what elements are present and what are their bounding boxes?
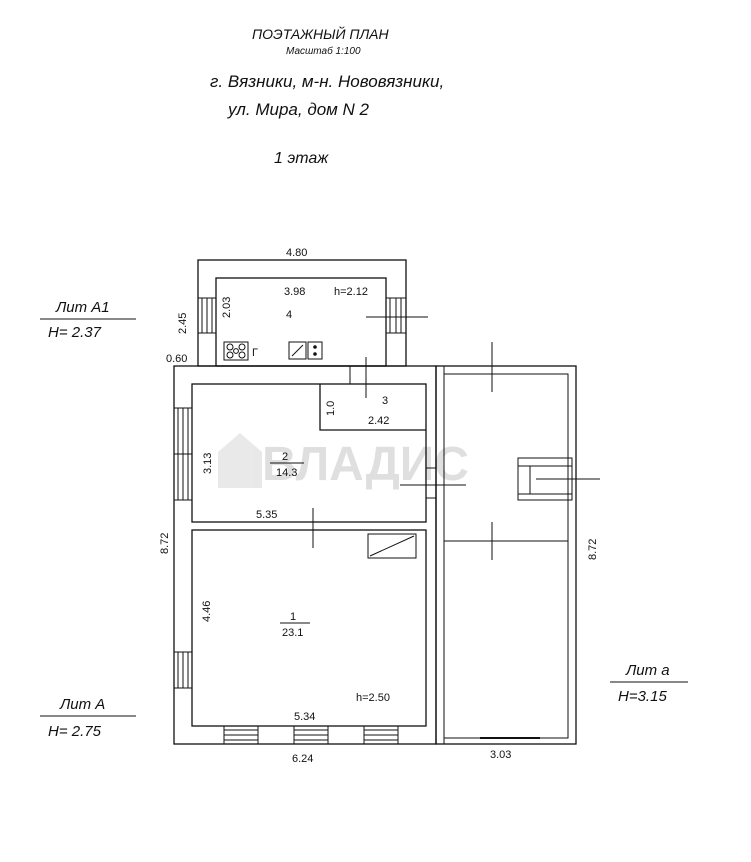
lit-a-name: Лит А [59, 696, 105, 713]
watermark-house-icon [218, 433, 262, 488]
room-2-number: 2 [282, 451, 288, 463]
lit-a1-height: H= 2.37 [48, 324, 102, 341]
dim-right-total: 8.72 [587, 539, 599, 560]
plan-scale: Масштаб 1:100 [286, 46, 361, 57]
dim-offset: 0.60 [166, 353, 187, 365]
floor-label: 1 этаж [274, 150, 329, 167]
room-1-area: 23.1 [282, 627, 303, 639]
dim-room1-inner-width: 5.34 [294, 711, 315, 723]
lit-underlines [40, 318, 688, 717]
lit-a-small-height: H=3.15 [618, 688, 667, 705]
lit-a-small-name: Лит а [625, 662, 670, 679]
stove-icon [223, 341, 249, 361]
watermark: ВЛАДИС [218, 433, 469, 491]
address-line-2: ул. Мира, дом N 2 [228, 100, 369, 119]
room-2-area: 14.3 [276, 467, 297, 479]
window [174, 651, 192, 689]
lit-a-height: H= 2.75 [48, 723, 102, 740]
dim-top-width: 4.80 [286, 247, 307, 259]
stove-letter: Г [252, 347, 258, 359]
dim-bottom-width: 6.24 [292, 753, 313, 765]
lit-a1-block [197, 259, 428, 367]
room-1-number: 1 [290, 611, 296, 623]
plan-title: ПОЭТАЖНЫЙ ПЛАН [252, 26, 389, 42]
dim-room4-width: 3.98 [284, 286, 305, 298]
dim-room4-height: h=2.12 [334, 286, 368, 298]
dim-room2-width: 5.35 [256, 509, 277, 521]
dim-room1-depth: 4.46 [201, 601, 213, 622]
lit-a-veranda [435, 342, 600, 745]
stair-icon [367, 533, 417, 559]
lit-a-block [173, 357, 466, 745]
sink-icon [288, 341, 307, 360]
window [386, 297, 406, 334]
dim-left-a1: 2.45 [177, 313, 189, 334]
window [363, 726, 399, 744]
room-3-number: 3 [382, 395, 388, 407]
dim-room3-width: 2.42 [368, 415, 389, 427]
dim-room1-height: h=2.50 [356, 692, 390, 704]
window [223, 726, 259, 744]
window [293, 726, 329, 744]
boiler-icon [307, 341, 323, 360]
address-line-1: г. Вязники, м-н. Нововязники, [210, 72, 445, 91]
lit-a1-name: Лит А1 [55, 299, 110, 316]
window [198, 297, 216, 334]
porch-steps-icon [517, 457, 600, 501]
window [174, 407, 192, 501]
dim-room3-depth: 1.0 [325, 401, 337, 416]
dim-inner-a1: 2.03 [221, 297, 233, 318]
watermark-text: ВЛАДИС [262, 438, 469, 491]
room-4-number: 4 [286, 309, 292, 321]
dim-left-total: 8.72 [159, 533, 171, 554]
dim-veranda-width: 3.03 [490, 749, 511, 761]
dim-room2-depth: 3.13 [202, 453, 214, 474]
